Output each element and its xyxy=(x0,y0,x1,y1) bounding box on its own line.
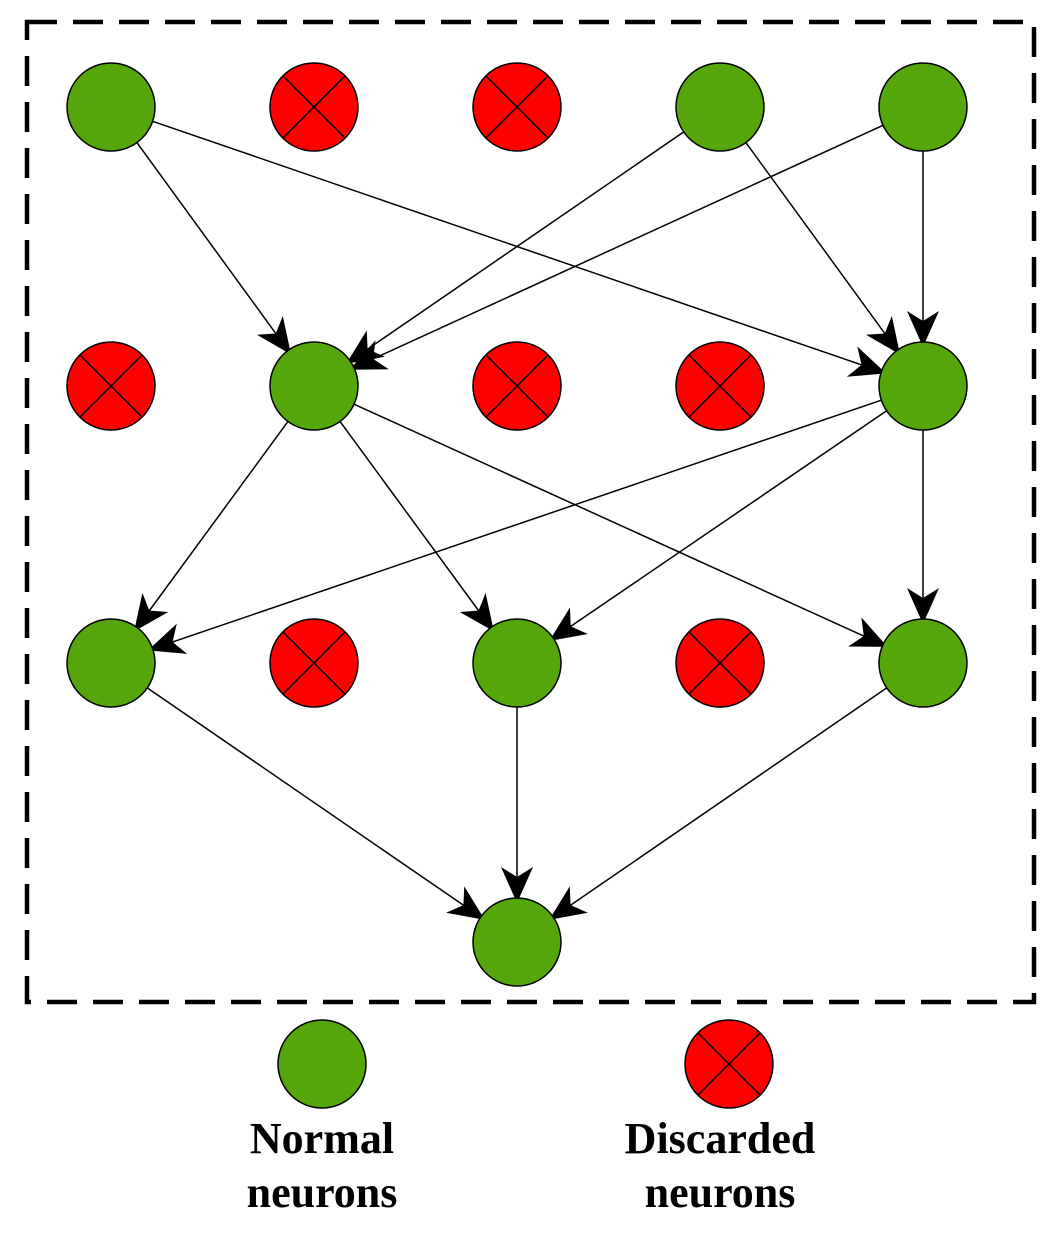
discarded-neuron-L2N3 xyxy=(675,618,765,708)
connection-arrow-L1N1-L2N0 xyxy=(134,421,289,632)
normal-neuron-circle xyxy=(472,618,562,708)
connections-group xyxy=(134,120,939,920)
legend-icons-group xyxy=(277,1019,774,1109)
connection-arrow-L2N4-L3N0 xyxy=(549,687,888,920)
legend-normal-neuron-icon xyxy=(277,1019,367,1109)
discarded-neuron-L0N2 xyxy=(472,62,562,152)
cross-line xyxy=(688,631,752,695)
cross-line xyxy=(485,75,549,139)
normal-neuron-L2N2 xyxy=(472,618,562,708)
legend-normal-line1: Normal xyxy=(249,1114,395,1163)
neurons-group xyxy=(66,62,968,987)
normal-neuron-L2N0 xyxy=(66,618,156,708)
discarded-neuron-L0N1 xyxy=(269,62,359,152)
legend-discarded-line2: neurons xyxy=(644,1168,796,1217)
normal-neuron-L0N3 xyxy=(675,62,765,152)
connection-arrow-L1N4-L2N0 xyxy=(147,399,882,654)
normal-neuron-L3N0 xyxy=(472,897,562,987)
connection-arrow-L2N0-L3N0 xyxy=(146,687,485,920)
discarded-neuron-L1N0 xyxy=(66,341,156,431)
connection-arrow-L0N3-L1N1 xyxy=(346,131,685,364)
connection-arrow-L0N3-L1N4 xyxy=(745,142,901,355)
normal-neuron-circle xyxy=(675,62,765,152)
normal-neuron-circle xyxy=(66,618,156,708)
normal-neuron-circle xyxy=(66,62,156,152)
normal-neuron-L2N4 xyxy=(878,618,968,708)
cross-line xyxy=(688,354,752,418)
connection-arrow-L1N1-L2N4 xyxy=(353,403,888,647)
normal-neuron-L0N0 xyxy=(66,62,156,152)
connection-arrow-L1N4-L2N2 xyxy=(549,410,888,642)
discarded-neuron-L1N3 xyxy=(675,341,765,431)
normal-neuron-circle xyxy=(269,341,359,431)
cross-line xyxy=(485,354,549,418)
connection-arrow-L1N1-L2N2 xyxy=(339,421,494,632)
normal-neuron-circle xyxy=(277,1019,367,1109)
normal-neuron-L1N4 xyxy=(878,341,968,431)
connection-arrow-L0N4-L1N1 xyxy=(349,124,884,370)
legend-discarded-label: Discarded neurons xyxy=(590,1112,850,1220)
discarded-neuron-L1N2 xyxy=(472,341,562,431)
normal-neuron-L0N4 xyxy=(878,62,968,152)
network-frame xyxy=(24,19,1037,1005)
normal-neuron-circle xyxy=(878,618,968,708)
connection-arrow-L0N0-L1N1 xyxy=(136,142,292,355)
normal-neuron-circle xyxy=(472,897,562,987)
normal-neuron-circle xyxy=(878,341,968,431)
normal-neuron-circle xyxy=(878,62,968,152)
cross-line xyxy=(697,1032,761,1096)
cross-line xyxy=(282,75,346,139)
legend-discarded-line1: Discarded xyxy=(624,1114,816,1163)
normal-neuron-L1N1 xyxy=(269,341,359,431)
connection-arrow-L0N0-L1N4 xyxy=(152,120,887,377)
discarded-neuron-L2N1 xyxy=(269,618,359,708)
legend-normal-label: Normal neurons xyxy=(192,1112,452,1220)
cross-line xyxy=(282,631,346,695)
legend-discarded-neuron-icon xyxy=(684,1019,774,1109)
legend-normal-line2: neurons xyxy=(246,1168,398,1217)
cross-line xyxy=(79,354,143,418)
